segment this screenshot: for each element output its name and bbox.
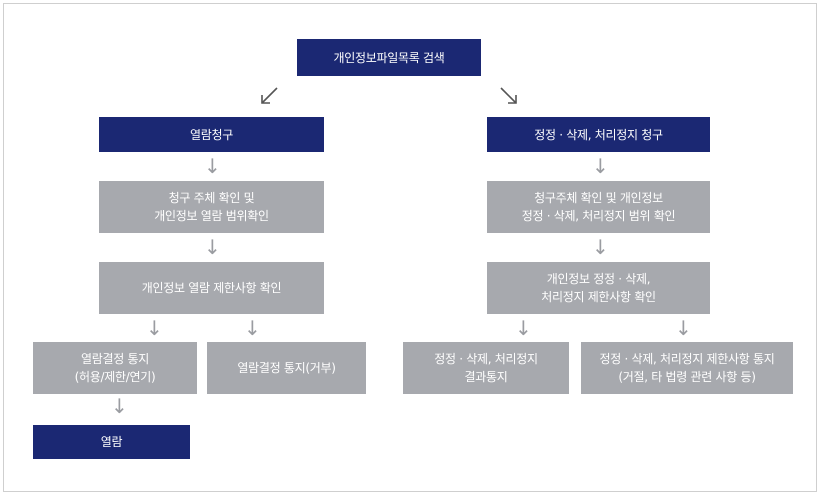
right-step1-line1: 청구주체 확인 및 개인정보 (534, 191, 663, 205)
right-result-a-box: 정정 · 삭제, 처리정지 결과통지 (403, 342, 569, 394)
left-step2-label: 개인정보 열람 제한사항 확인 (141, 281, 282, 295)
right-result-b-box: 정정 · 삭제, 처리정지 제한사항 통지 (거절, 타 법령 관련 사항 등) (581, 342, 793, 394)
arrow-down-icon: ↓ (111, 394, 128, 418)
left-final-label: 열람 (100, 435, 123, 449)
arrow-down-icon: ↓ (592, 154, 609, 178)
right-step2-line2: 처리정지 제한사항 확인 (541, 290, 656, 304)
left-step2-box: 개인정보 열람 제한사항 확인 (99, 262, 324, 314)
arrow-down-left-icon (261, 87, 278, 104)
right-result-b-line1: 정정 · 삭제, 처리정지 제한사항 통지 (599, 352, 775, 366)
right-step1-line2: 정정 · 삭제, 처리정지 범위 확인 (521, 209, 676, 223)
root-search-box: 개인정보파일목록 검색 (297, 39, 481, 76)
left-result-b-label: 열람결정 통지(거부) (237, 361, 336, 375)
right-step2-box: 개인정보 정정 · 삭제, 처리정지 제한사항 확인 (487, 262, 710, 314)
arrow-down-icon: ↓ (592, 235, 609, 259)
right-header-label: 정정 · 삭제, 처리정지 청구 (534, 127, 663, 142)
left-header-label: 열람청구 (190, 127, 233, 142)
left-final-box: 열람 (33, 425, 190, 459)
left-header-box: 열람청구 (99, 117, 324, 152)
arrow-down-right-icon (500, 87, 517, 104)
right-step1-box: 청구주체 확인 및 개인정보 정정 · 삭제, 처리정지 범위 확인 (487, 181, 710, 233)
right-step2-line1: 개인정보 정정 · 삭제, (546, 272, 651, 286)
left-step1-line1: 청구 주체 확인 및 (168, 191, 255, 205)
arrow-down-icon: ↓ (244, 316, 261, 340)
left-result-a-box: 열람결정 통지 (허용/제한/연기) (33, 342, 197, 394)
arrow-down-icon: ↓ (675, 316, 692, 340)
left-step1-line2: 개인정보 열람 범위확인 (154, 209, 269, 223)
root-search-label: 개인정보파일목록 검색 (333, 50, 445, 65)
left-result-a-line2: (허용/제한/연기) (74, 370, 156, 384)
left-result-a-line1: 열람결정 통지 (81, 352, 149, 366)
right-result-a-line1: 정정 · 삭제, 처리정지 (434, 352, 538, 366)
right-header-box: 정정 · 삭제, 처리정지 청구 (487, 117, 710, 152)
right-result-b-line2: (거절, 타 법령 관련 사항 등) (618, 370, 756, 384)
left-result-b-box: 열람결정 통지(거부) (207, 342, 366, 394)
arrow-down-icon: ↓ (204, 235, 221, 259)
arrow-down-icon: ↓ (146, 316, 163, 340)
diagram-frame (3, 3, 817, 492)
arrow-down-icon: ↓ (204, 154, 221, 178)
right-result-a-line2: 결과통지 (464, 370, 508, 384)
arrow-down-icon: ↓ (515, 316, 532, 340)
left-step1-box: 청구 주체 확인 및 개인정보 열람 범위확인 (99, 181, 324, 233)
